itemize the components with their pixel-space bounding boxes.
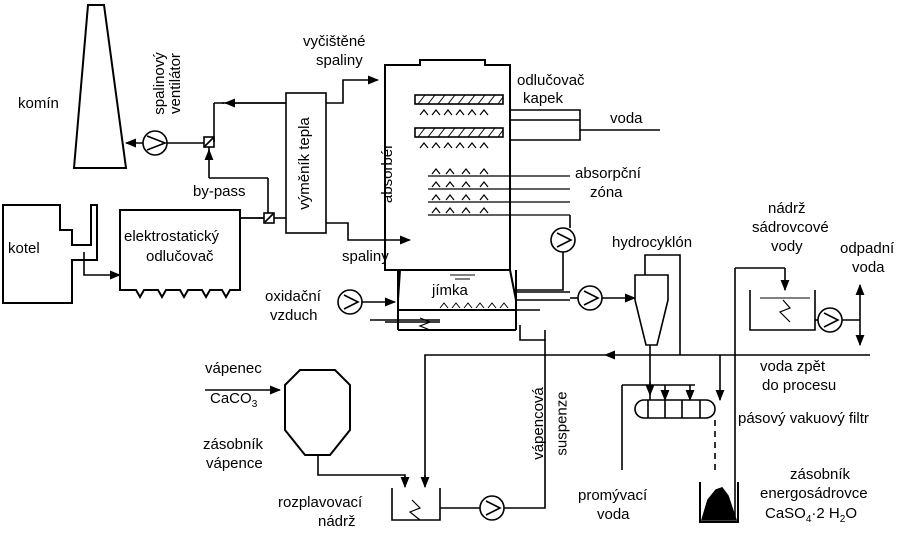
- limestone-suspension-label-1: vápencová: [529, 387, 547, 460]
- sump-pump-icon: [577, 285, 603, 311]
- absorber-label: absorbér: [379, 143, 397, 204]
- boiler: [2, 204, 98, 304]
- heat-exchanger-label: výměník tepla: [295, 117, 313, 210]
- droplet-separator-upper: [414, 94, 504, 105]
- limestone-silo-label-2: vápence: [206, 455, 263, 472]
- boiler-label: kotel: [8, 240, 40, 257]
- gypsum-tank-label-3: vody: [771, 238, 803, 255]
- return-water-label-2: do procesu: [762, 377, 837, 394]
- flue-gas-label: spaliny: [342, 248, 389, 265]
- droplet-separator-label-2: kapek: [523, 90, 564, 107]
- fan-label-1: spalinový: [150, 52, 168, 115]
- oxidation-air-label-2: vzduch: [270, 307, 318, 324]
- droplet-separator-lower: [414, 127, 504, 138]
- limestone-silo-label-1: zásobník: [203, 436, 264, 453]
- fan-label-2: ventilátor: [166, 53, 184, 114]
- slurry-pump-icon: [479, 495, 505, 521]
- limestone-silo: [284, 369, 351, 456]
- recirculation-pump-icon: [550, 227, 576, 253]
- absorption-zone-label-2: zóna: [590, 184, 623, 201]
- gypsum-silo-label-1: zásobník: [790, 466, 851, 483]
- gypsum-silo-label-2: energosádrovce: [760, 485, 868, 502]
- waste-water-label-1: odpadní: [840, 240, 895, 257]
- water-label: voda: [610, 110, 643, 127]
- gypsum-water-tank: [749, 290, 816, 331]
- droplet-separator-label-1: odlučovač: [517, 72, 585, 89]
- wash-water-label-2: voda: [597, 506, 630, 523]
- electrostatic-precipitator: [119, 209, 241, 300]
- limestone-label: vápenec: [205, 360, 262, 377]
- hydrocyclone: [634, 274, 669, 346]
- esp-label-1: elektrostatický: [124, 228, 220, 245]
- belt-vacuum-filter: [634, 399, 716, 419]
- limestone-formula: CaCO3: [210, 390, 258, 410]
- chimney: [72, 4, 128, 169]
- gypsum-tank-label-1: nádrž: [768, 200, 806, 217]
- gypsum-formula: CaSO4·2 H2O: [765, 505, 857, 525]
- oxidation-air-blower-icon: [337, 289, 363, 315]
- cleaned-gas-label-1: vyčištěné: [303, 33, 366, 50]
- esp-label-2: odlučovač: [146, 248, 214, 265]
- gypsum-silo: [699, 482, 739, 523]
- bypass-label: by-pass: [193, 183, 246, 200]
- belt-filter-label: pásový vakuový filtr: [738, 410, 869, 427]
- waste-water-pump-icon: [817, 307, 843, 333]
- wash-water-label-1: promývací: [578, 487, 648, 504]
- slurry-preparation-tank: [391, 488, 441, 521]
- flue-gas-fan-icon: [142, 130, 168, 156]
- return-water-label-1: voda zpět: [760, 358, 826, 375]
- gypsum-tank-label-2: sádrovcové: [752, 219, 829, 236]
- slurry-tank-label-1: rozplavovací: [278, 494, 363, 511]
- heat-exchanger: [285, 92, 327, 234]
- oxidation-air-label-1: oxidační: [265, 288, 321, 305]
- hydrocyclone-label: hydrocyklón: [612, 234, 693, 251]
- absorption-zone-label-1: absorpční: [575, 165, 641, 182]
- sump-label: jímka: [432, 282, 468, 299]
- chimney-label: komín: [18, 95, 59, 112]
- limestone-suspension-label-2: suspenze: [553, 391, 571, 456]
- cleaned-gas-label-2: spaliny: [316, 52, 363, 69]
- waste-water-label-2: voda: [852, 259, 885, 276]
- slurry-tank-label-2: nádrž: [318, 513, 356, 530]
